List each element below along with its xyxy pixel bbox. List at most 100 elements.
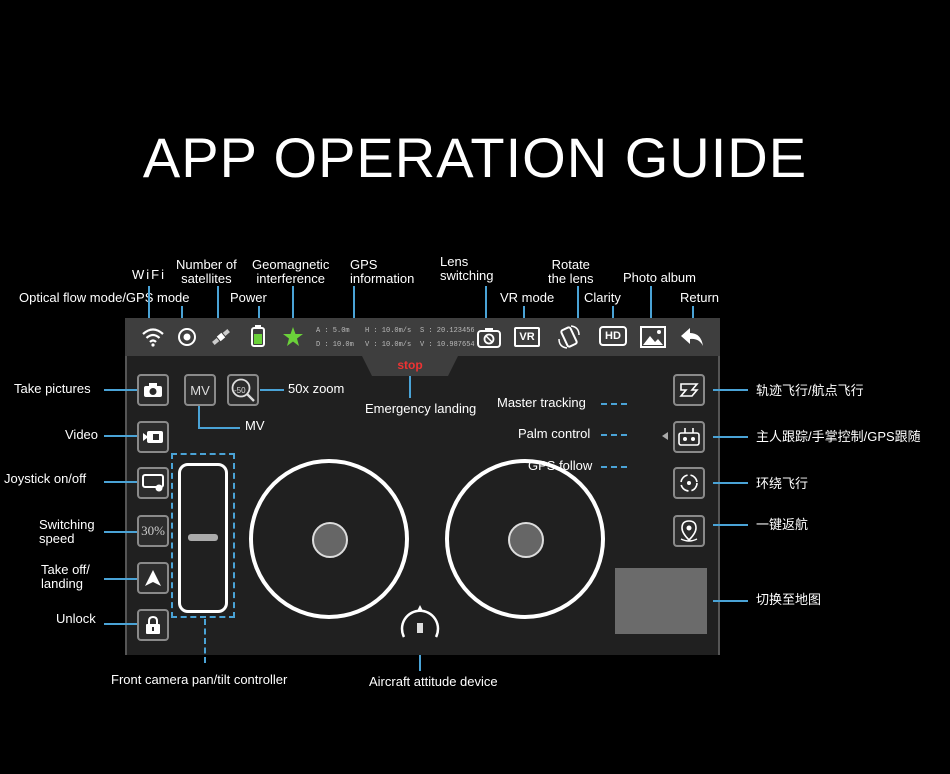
- stop-label: stop: [397, 358, 423, 372]
- geomagnetic-icon: [280, 324, 306, 350]
- take-pictures-label: Take pictures: [14, 381, 91, 396]
- vr-mode-label: VR mode: [500, 290, 555, 305]
- left-joystick[interactable]: [249, 459, 409, 619]
- takeoff-label: Take off/ landing: [41, 562, 90, 591]
- connector: [258, 306, 260, 320]
- attitude-indicator-icon: [398, 603, 442, 647]
- satellites-label: Number of satellites: [176, 257, 237, 286]
- photo-album-label: Photo album: [623, 270, 696, 285]
- trajectory-icon: [679, 383, 699, 397]
- connector: [104, 578, 137, 580]
- gimbal-label: Front camera pan/tilt controller: [111, 672, 288, 687]
- video-icon: [143, 431, 163, 443]
- lens-switching-label: Lens switching: [440, 254, 494, 283]
- vr-mode-button[interactable]: VR: [514, 327, 540, 347]
- connector: [523, 306, 525, 320]
- right-joystick[interactable]: [445, 459, 605, 619]
- take-picture-button[interactable]: [137, 374, 169, 406]
- left-joystick-knob[interactable]: [312, 522, 348, 558]
- right-joystick-knob[interactable]: [508, 522, 544, 558]
- connector: [692, 306, 694, 320]
- connector: [601, 466, 627, 468]
- joystick-toggle-button[interactable]: [137, 467, 169, 499]
- connector: [104, 435, 137, 437]
- emergency-label: Emergency landing: [365, 401, 477, 416]
- map-preview[interactable]: [615, 568, 707, 634]
- follow-label: 主人跟踪/手掌控制/GPS跟随: [756, 429, 921, 444]
- connector: [650, 286, 652, 320]
- connector: [713, 600, 748, 602]
- connector: [292, 286, 294, 320]
- return-label: Return: [680, 290, 720, 305]
- magnifier-icon: [231, 378, 255, 402]
- connector: [198, 427, 240, 429]
- unlock-button[interactable]: [137, 609, 169, 641]
- zoom-button[interactable]: -50: [227, 374, 259, 406]
- flight-mode-icon[interactable]: [174, 324, 200, 350]
- connector: [260, 389, 284, 391]
- palm-control-label: Palm control: [518, 426, 591, 441]
- connector: [713, 436, 748, 438]
- battery-icon: [245, 323, 271, 349]
- connector: [104, 481, 137, 483]
- takeoff-landing-button[interactable]: [137, 562, 169, 594]
- orbit-label: 环绕飞行: [756, 476, 809, 491]
- return-home-label: 一键返航: [756, 517, 809, 532]
- video-label: Video: [65, 427, 99, 442]
- trajectory-flight-button[interactable]: [673, 374, 705, 406]
- unlock-label: Unlock: [56, 611, 96, 626]
- connector: [148, 286, 150, 320]
- mv-label: MV: [245, 418, 265, 433]
- home-pin-icon: [680, 520, 698, 542]
- lens-switch-icon[interactable]: [476, 325, 502, 351]
- follow-mode-button[interactable]: [673, 421, 705, 453]
- orbit-icon: [680, 474, 698, 492]
- telemetry-altitude: A : 5.0m: [316, 327, 350, 335]
- connector: [198, 406, 200, 428]
- geomagnetic-label: Geomagnetic interference: [252, 257, 330, 286]
- connector: [181, 306, 183, 320]
- connector: [713, 482, 748, 484]
- joystick-label: Joystick on/off: [4, 471, 87, 486]
- mv-button[interactable]: MV: [184, 374, 216, 406]
- rotate-lens-icon[interactable]: [556, 324, 582, 350]
- zoom-label: 50x zoom: [288, 381, 345, 396]
- return-home-button[interactable]: [673, 515, 705, 547]
- master-tracking-label: Master tracking: [497, 395, 586, 410]
- clarity-label: Clarity: [584, 290, 621, 305]
- connector: [419, 655, 421, 671]
- clarity-hd-button[interactable]: HD: [599, 326, 627, 346]
- connector: [485, 286, 487, 320]
- connector: [601, 403, 627, 405]
- camera-icon: [144, 383, 162, 397]
- video-button[interactable]: [137, 421, 169, 453]
- connector: [577, 286, 579, 320]
- satellite-icon: [208, 324, 234, 350]
- connector: [104, 531, 137, 533]
- connector: [409, 376, 411, 398]
- telemetry-distance: D : 10.0m: [316, 341, 354, 349]
- telemetry-h-speed: H : 10.0m/s: [365, 327, 412, 335]
- speed-button[interactable]: 30%: [137, 515, 169, 547]
- gimbal-slider[interactable]: [178, 463, 228, 613]
- connector: [713, 524, 748, 526]
- map-label: 切换至地图: [756, 592, 822, 607]
- connector: [104, 389, 137, 391]
- connector: [612, 306, 614, 320]
- attitude-label: Aircraft attitude device: [369, 674, 498, 689]
- trajectory-label: 轨迹飞行/航点飞行: [756, 383, 864, 398]
- orbit-flight-button[interactable]: [673, 467, 705, 499]
- expand-arrow-icon[interactable]: [662, 432, 668, 440]
- gimbal-slider-handle[interactable]: [188, 534, 218, 541]
- rotate-lens-label: Rotate the lens: [548, 257, 594, 286]
- optical-gps-mode-label: Optical flow mode/GPS mode: [19, 290, 190, 305]
- return-icon[interactable]: [679, 324, 705, 350]
- connector: [353, 286, 355, 320]
- connector: [713, 389, 748, 391]
- wifi-icon: [140, 324, 166, 350]
- telemetry-v-speed: V : 10.0m/s: [365, 341, 412, 349]
- connector: [217, 286, 219, 320]
- gps-info-label: GPS information: [350, 257, 415, 286]
- emergency-stop-button[interactable]: stop: [362, 356, 458, 376]
- photo-album-icon[interactable]: [640, 324, 666, 350]
